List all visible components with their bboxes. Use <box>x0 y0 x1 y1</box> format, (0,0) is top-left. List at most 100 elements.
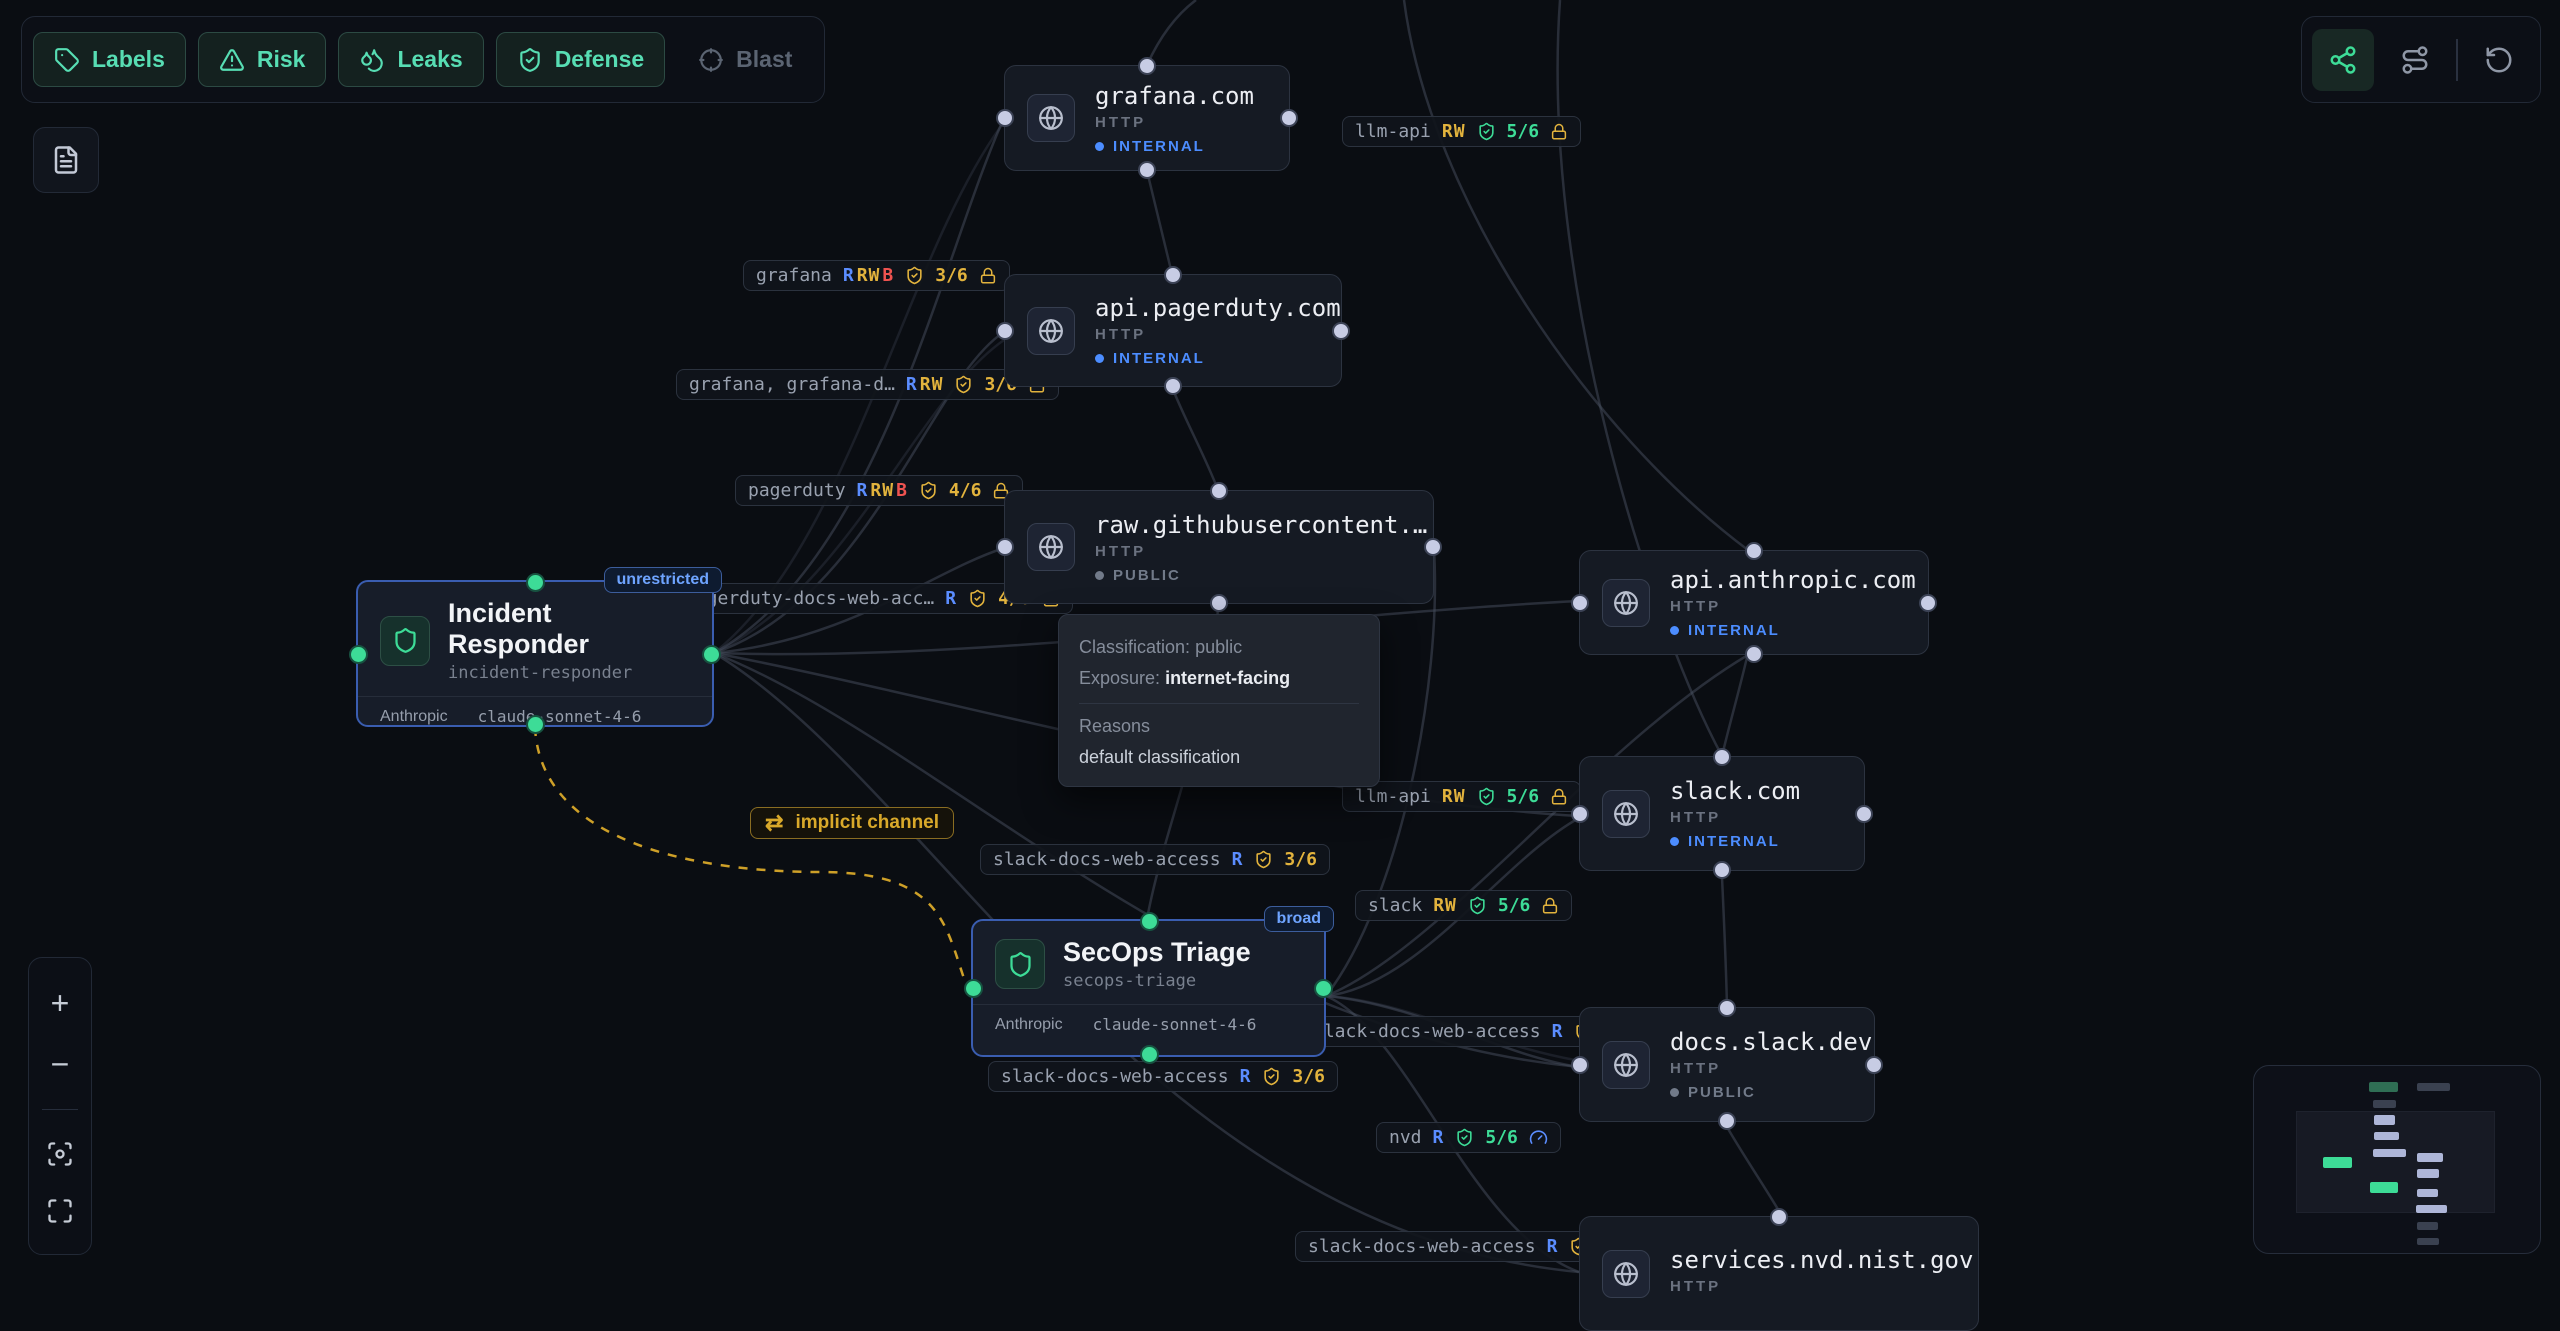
http-node-api-anthropic[interactable]: api.anthropic.com HTTP INTERNAL <box>1571 542 1937 663</box>
node-protocol: HTTP <box>1095 542 1147 560</box>
globe-icon <box>1602 1040 1650 1089</box>
http-node-grafana[interactable]: grafana.com HTTP INTERNAL <box>996 57 1298 179</box>
focus-selection-button[interactable] <box>46 1140 74 1168</box>
node-handle-bottom[interactable] <box>1164 377 1182 395</box>
agent-vendor: Anthropic <box>995 1015 1063 1033</box>
edge-label-slack-docs-1[interactable]: slack-docs-web-access R 3/6 <box>980 844 1330 875</box>
labels-toggle-button[interactable]: Labels <box>33 32 186 87</box>
shield-check-icon <box>1477 122 1496 141</box>
shield-check-icon <box>1254 850 1273 869</box>
node-handle-left[interactable] <box>1571 1055 1589 1074</box>
visibility-badge: PUBLIC <box>1670 1084 1872 1101</box>
divider <box>973 1004 1324 1005</box>
route-icon <box>2400 45 2430 75</box>
node-handle-top[interactable] <box>1745 542 1763 560</box>
node-handle-bottom[interactable] <box>1138 161 1156 179</box>
globe-icon <box>1027 94 1075 142</box>
node-handle-top[interactable] <box>1164 266 1182 284</box>
node-handle-right[interactable] <box>1332 321 1350 340</box>
minimap-node <box>2417 1238 2439 1245</box>
shield-check-icon <box>968 589 987 608</box>
reset-view-button[interactable] <box>2468 29 2530 91</box>
node-handle-left[interactable] <box>1571 804 1589 823</box>
agent-node-incident-responder[interactable]: unrestricted Incident Responder incident… <box>349 567 722 734</box>
blast-toggle-button[interactable]: Blast <box>677 32 813 87</box>
shield-check-icon <box>1468 896 1487 915</box>
node-handle-right[interactable] <box>1280 109 1298 127</box>
report-button[interactable] <box>33 127 99 193</box>
node-handle-left[interactable] <box>996 321 1014 340</box>
node-handle-right[interactable] <box>1919 593 1937 612</box>
node-handle-top[interactable] <box>526 573 545 592</box>
zoom-in-button[interactable]: + <box>50 985 70 1022</box>
node-handle-left[interactable] <box>996 538 1014 556</box>
leaks-toggle-button[interactable]: Leaks <box>338 32 484 87</box>
node-handle-bottom[interactable] <box>1718 1112 1736 1130</box>
edge-label-llm-api-2[interactable]: llm-api RW 5/6 <box>1342 781 1582 812</box>
node-handle-bottom[interactable] <box>1139 1045 1159 1064</box>
node-protocol: HTTP <box>1670 598 1722 615</box>
swap-arrows-icon: ⇄ <box>765 810 784 835</box>
flow-view-button[interactable] <box>2384 29 2446 91</box>
edge-label-llm-api[interactable]: llm-api RW 5/6 <box>1342 116 1582 147</box>
shield-check-icon <box>517 47 543 73</box>
node-handle-top[interactable] <box>1770 1208 1788 1226</box>
lock-icon <box>1550 123 1568 141</box>
shield-icon <box>995 939 1045 989</box>
agent-node-secops-triage[interactable]: broad SecOps Triage secops-triage Anthro… <box>964 906 1334 1064</box>
http-node-pagerduty[interactable]: api.pagerduty.com HTTP INTERNAL <box>996 266 1350 395</box>
defense-toggle-button[interactable]: Defense <box>495 32 666 87</box>
minimap-node <box>2417 1189 2438 1197</box>
shield-check-icon <box>1455 1128 1474 1147</box>
node-protocol: HTTP <box>1670 1277 1722 1295</box>
reason-text: default classification <box>1079 747 1241 767</box>
minimap[interactable] <box>2253 1065 2541 1254</box>
node-handle-top[interactable] <box>1138 57 1156 75</box>
node-handle-bottom[interactable] <box>1713 861 1731 879</box>
reasons-title: Reasons <box>1079 716 1151 736</box>
fullscreen-button[interactable] <box>46 1197 74 1225</box>
node-handle-top[interactable] <box>1718 999 1736 1017</box>
node-handle-right[interactable] <box>1424 538 1442 556</box>
node-title: grafana.com <box>1095 81 1254 110</box>
http-node-raw-githubusercontent[interactable]: raw.githubusercontent.… HTTP PUBLIC <box>996 482 1442 612</box>
edge-label-nvd[interactable]: nvd R 5/6 <box>1376 1122 1561 1153</box>
node-protocol: HTTP <box>1670 1060 1722 1077</box>
zoom-out-button[interactable]: − <box>50 1046 70 1083</box>
node-title: api.pagerduty.com <box>1095 294 1341 322</box>
visibility-badge: INTERNAL <box>1670 833 1800 850</box>
node-handle-bottom[interactable] <box>526 715 545 734</box>
node-handle-top[interactable] <box>1713 748 1731 766</box>
lock-icon <box>1541 897 1559 915</box>
node-handle-left[interactable] <box>996 109 1014 127</box>
agent-vendor: Anthropic <box>380 707 448 725</box>
node-handle-left[interactable] <box>1571 593 1589 612</box>
http-node-docs-slack[interactable]: docs.slack.dev HTTP PUBLIC <box>1571 999 1883 1130</box>
implicit-channel-badge[interactable]: ⇄ implicit channel <box>750 807 955 839</box>
edge-label-slack-docs-3[interactable]: slack-docs-web-access R 3/6 <box>988 1061 1338 1092</box>
reset-icon <box>2484 45 2514 75</box>
view-toolbar <box>2301 16 2541 103</box>
risk-toggle-button[interactable]: Risk <box>197 32 327 87</box>
node-handle-right[interactable] <box>1314 979 1333 998</box>
gauge-icon <box>1529 1128 1548 1147</box>
visibility-badge: INTERNAL <box>1670 622 1916 639</box>
node-handle-right[interactable] <box>1865 1055 1883 1074</box>
node-handle-right[interactable] <box>1855 804 1873 823</box>
minimap-node <box>2417 1153 2443 1162</box>
shield-check-icon <box>954 375 973 394</box>
http-node-slack[interactable]: slack.com HTTP INTERNAL <box>1571 748 1873 879</box>
http-node-services-nvd[interactable]: services.nvd.nist.gov HTTP <box>1579 1208 1979 1331</box>
edge-label-slack[interactable]: slack RW 5/6 <box>1355 890 1573 921</box>
node-handle-left[interactable] <box>964 979 983 998</box>
graph-view-button[interactable] <box>2312 28 2374 91</box>
node-handle-top[interactable] <box>1210 482 1228 500</box>
node-handle-right[interactable] <box>702 644 721 664</box>
node-handle-top[interactable] <box>1139 912 1159 931</box>
node-handle-bottom[interactable] <box>1745 645 1763 663</box>
node-handle-bottom[interactable] <box>1210 594 1228 612</box>
node-handle-left[interactable] <box>349 644 368 664</box>
